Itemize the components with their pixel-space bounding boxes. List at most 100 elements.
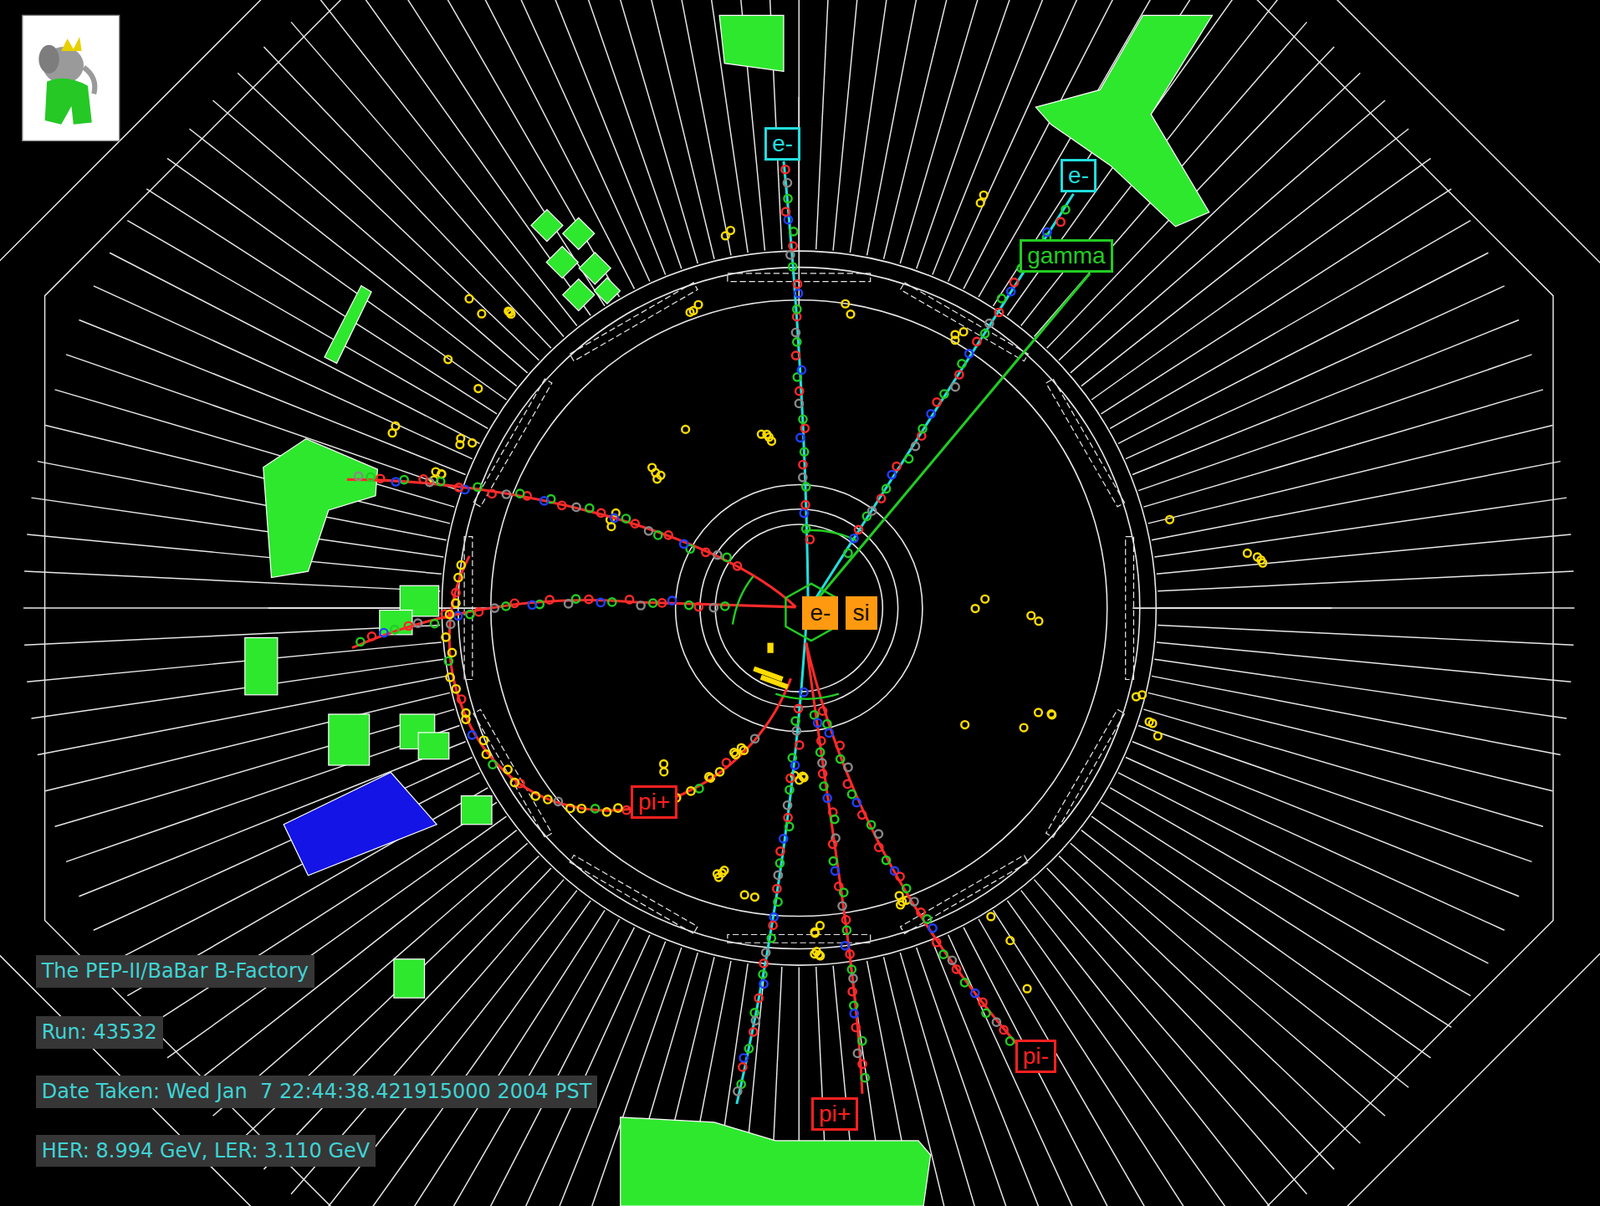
track-hit <box>854 526 863 534</box>
drift-hit <box>751 893 759 901</box>
track-hit <box>853 1049 862 1058</box>
track-hit <box>722 553 731 562</box>
crystal-boundary <box>237 72 539 360</box>
info-text: The PEP-II/BaBar B-Factory <box>41 959 309 984</box>
track-hit <box>801 500 809 509</box>
track-hit <box>733 562 742 570</box>
drift-hit <box>1027 612 1035 620</box>
crystal-boundary <box>1118 252 1488 444</box>
drift-hit <box>477 310 486 318</box>
track-hit <box>454 483 463 491</box>
track-hit <box>368 632 376 640</box>
track-hit <box>828 840 837 849</box>
drift-hit <box>653 475 661 483</box>
track-hit <box>1042 228 1051 236</box>
track-hit <box>715 767 724 776</box>
track-hit <box>795 387 803 395</box>
track-hit <box>644 526 653 535</box>
track-hit <box>791 761 799 769</box>
track-hit <box>981 1009 990 1018</box>
particle-label: e- <box>1060 158 1097 193</box>
track-hit <box>955 370 963 379</box>
track-hit <box>649 599 657 608</box>
track-hit <box>848 987 856 996</box>
track-hit <box>997 294 1006 302</box>
track-hit <box>831 867 839 875</box>
track-hit <box>452 684 461 693</box>
track-hit <box>631 520 639 528</box>
track-hit <box>430 619 439 628</box>
drift-hit <box>895 891 904 900</box>
crystal-boundary <box>30 659 444 719</box>
track-hit <box>750 1008 758 1017</box>
track-hit <box>622 514 630 522</box>
track-hit <box>923 915 931 923</box>
track-hit <box>882 485 890 493</box>
track-hit <box>843 549 852 558</box>
crystal-boundary <box>127 220 488 430</box>
track-hit <box>686 787 695 795</box>
particle-name: e- <box>809 599 831 627</box>
track-hit <box>902 884 910 893</box>
drift-hit <box>659 768 668 777</box>
track-hit <box>810 710 818 719</box>
info-text: HER: 8.994 GeV, LER: 3.110 GeV <box>41 1139 371 1164</box>
track-hit <box>528 601 537 609</box>
crystal-boundary <box>580 0 698 264</box>
particle-name: e- <box>1068 162 1089 190</box>
particle-label: pi+ <box>811 1097 859 1131</box>
positron-track <box>736 624 807 1105</box>
photon-line <box>807 273 1090 611</box>
track-hit <box>751 1017 760 1025</box>
track-hit <box>978 998 987 1007</box>
energy-deposit <box>324 286 372 364</box>
vertex-markers <box>732 530 858 700</box>
track-hit <box>625 595 634 604</box>
looping-pion-track <box>449 556 791 811</box>
crystal-boundary <box>1138 354 1532 491</box>
track-hit <box>783 801 792 809</box>
svt-hit <box>766 643 773 654</box>
track-hits <box>354 165 1070 1095</box>
track-hit <box>806 535 814 543</box>
crystal-boundary <box>849 0 910 253</box>
drift-hit <box>1047 710 1056 718</box>
pion-track <box>806 643 1019 1047</box>
pion-track <box>352 600 797 649</box>
drift-hit <box>986 913 995 921</box>
crystal-boundary <box>26 642 442 682</box>
crystal-boundary <box>379 909 605 1206</box>
track-hit <box>791 716 799 725</box>
crystal-boundary <box>1021 890 1279 1206</box>
energy-deposit <box>418 732 450 760</box>
dirc-bar <box>569 854 698 934</box>
track-hit <box>918 424 926 433</box>
track-hit <box>848 966 856 974</box>
crystal-boundary <box>23 607 440 609</box>
track-hit <box>454 612 462 620</box>
energy-deposit <box>719 15 784 72</box>
track-hit <box>797 366 806 374</box>
crystal-boundary <box>1138 725 1532 863</box>
energy-deposit <box>1035 15 1212 227</box>
track-hit <box>836 741 844 750</box>
muon-hit <box>283 772 437 876</box>
track-hit <box>473 483 481 491</box>
track-hit <box>796 434 804 442</box>
drift-hit <box>1006 936 1014 945</box>
track-hit <box>850 1009 859 1018</box>
elephant-ear <box>38 45 59 74</box>
drift-hit <box>444 355 452 363</box>
drift-hit <box>659 760 668 768</box>
track-hit <box>543 795 552 803</box>
drift-hit <box>960 327 968 336</box>
crystal-boundary <box>93 286 473 460</box>
track-hit <box>773 898 782 906</box>
energy-deposit <box>328 714 370 766</box>
particle-name: pi+ <box>638 788 670 816</box>
track-hit <box>516 490 524 498</box>
track-hit <box>511 778 519 787</box>
crystal-boundary <box>1132 741 1519 897</box>
